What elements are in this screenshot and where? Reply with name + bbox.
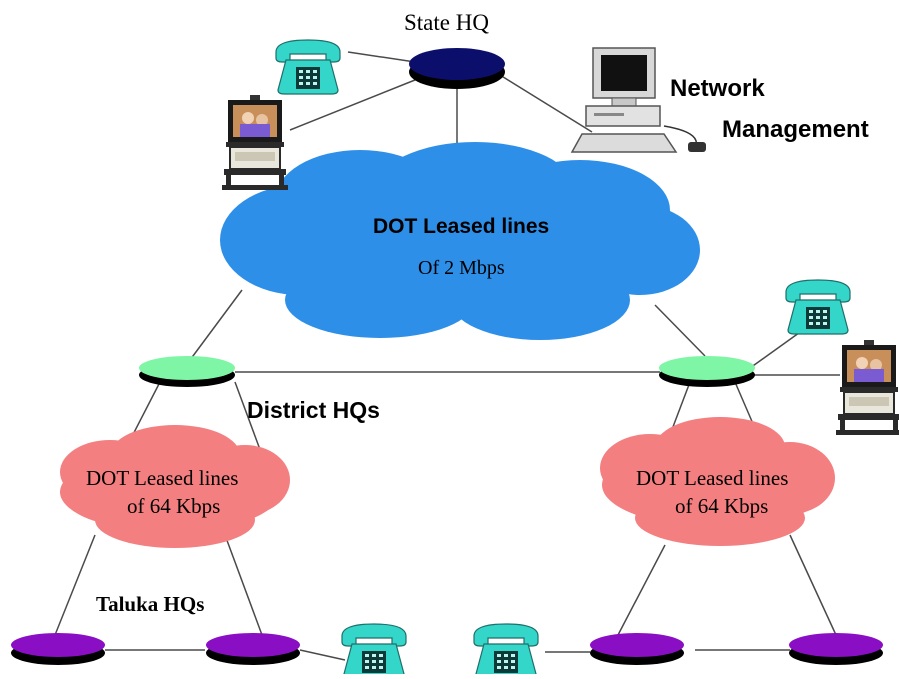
network-management-label-line2: Management xyxy=(722,116,869,143)
district-cloud-right-subtitle: of 64 Kbps xyxy=(675,494,769,518)
video-conference-icon-state xyxy=(221,94,289,191)
network-management-label-line1: Network xyxy=(670,75,765,102)
district-node-left xyxy=(139,356,235,387)
taluka-node-2 xyxy=(206,633,300,665)
link-cloud-taluka-3 xyxy=(617,544,666,636)
telephone-icon-taluka-right xyxy=(473,623,539,679)
taluka-hqs-label: Taluka HQs xyxy=(93,592,208,617)
link-cloud-district-right xyxy=(654,304,706,357)
connection-lines xyxy=(54,51,840,661)
district-cloud-left-title: DOT Leased lines xyxy=(86,466,239,490)
district-cloud-left-subtitle: of 64 Kbps xyxy=(127,494,221,518)
backbone-cloud-subtitle: Of 2 Mbps xyxy=(418,257,505,279)
link-state-nms xyxy=(499,74,593,133)
district-node-right xyxy=(659,356,755,387)
taluka-node-4 xyxy=(789,633,883,665)
link-cloud-district-left xyxy=(189,289,243,361)
state-hq-node xyxy=(409,48,505,89)
link-cloud-taluka-4 xyxy=(789,534,837,636)
telephone-icon-state xyxy=(275,39,341,95)
taluka-node-1 xyxy=(11,633,105,665)
computer-icon xyxy=(570,47,706,153)
backbone-cloud xyxy=(220,142,700,340)
district-cloud-right-title: DOT Leased lines xyxy=(636,466,789,490)
link-cloud-taluka-1 xyxy=(54,534,96,636)
district-cloud-left xyxy=(60,425,290,548)
state-hq-label: State HQ xyxy=(404,10,489,35)
taluka-node-3 xyxy=(590,633,684,665)
link-cloud-taluka-2 xyxy=(224,534,263,636)
backbone-cloud-title: DOT Leased lines xyxy=(373,215,550,238)
telephone-icon-district xyxy=(785,279,851,335)
link-state-phone xyxy=(347,51,416,63)
telephone-icon-taluka-left xyxy=(341,623,407,679)
link-state-video xyxy=(289,77,421,131)
district-hqs-label: District HQs xyxy=(247,397,380,423)
link-district-left-cloud-b xyxy=(234,381,263,456)
video-conference-icon-district xyxy=(835,339,899,436)
district-cloud-right xyxy=(600,417,835,546)
link-taluka-2-phone xyxy=(299,649,346,661)
